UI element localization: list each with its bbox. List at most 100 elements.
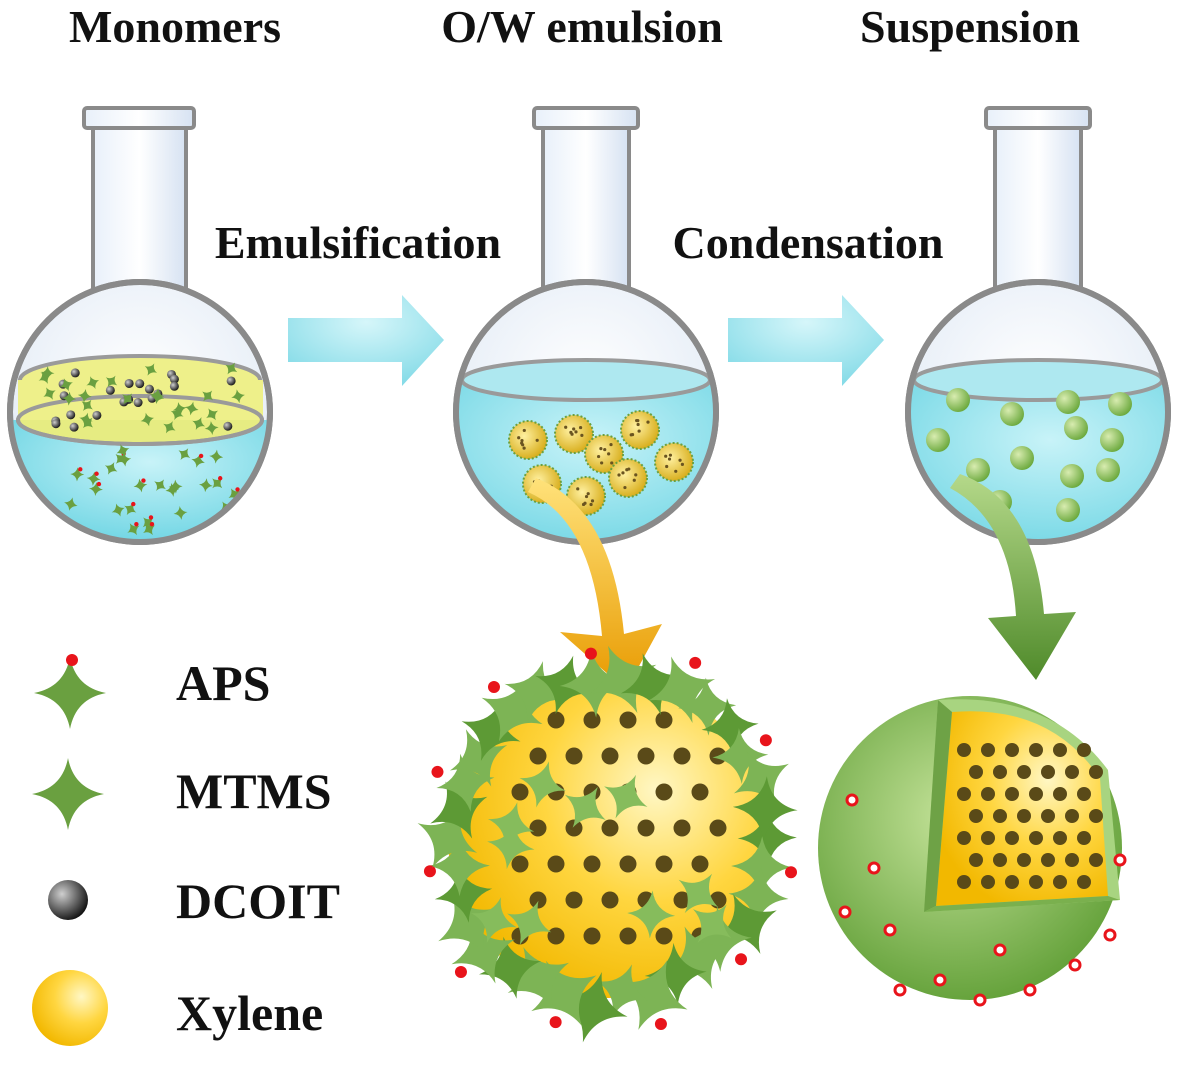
stage-label-emulsion: O/W emulsion: [441, 1, 723, 52]
stage-label-suspension: Suspension: [860, 1, 1080, 52]
dcoit-particle: [1053, 831, 1067, 845]
droplet-dcoit: [590, 499, 595, 503]
surface-monomer: [617, 960, 688, 1030]
mtms-molecule: [170, 407, 184, 421]
microcapsule-cutaway: [818, 696, 1127, 1007]
mtms-molecule: [150, 390, 165, 404]
droplet-dcoit: [572, 427, 576, 431]
aps-amine-dot: [454, 966, 467, 979]
monomer-molecule: [228, 488, 241, 501]
dcoit-particle: [969, 853, 983, 867]
monomer-molecule: [154, 479, 166, 491]
surface-monomer: [434, 865, 493, 923]
aps-sites-on-shell: [838, 793, 1127, 1007]
surface-monomer: [686, 906, 752, 972]
mtms-molecule: [202, 390, 214, 402]
dcoit-particle: [1029, 787, 1043, 801]
monomer-molecule: [117, 452, 132, 467]
dcoit-particle: [1029, 831, 1043, 845]
mtms-molecule: [86, 376, 100, 390]
droplet-dcoit: [522, 428, 526, 433]
dcoit-particle: [529, 747, 547, 765]
emulsion-droplet: [554, 414, 594, 454]
droplet-dcoit: [517, 436, 521, 440]
droplet-dcoit: [674, 469, 678, 473]
droplet-dcoit: [617, 473, 621, 477]
droplet-dcoit: [636, 422, 640, 427]
zoom-arrow-droplet: [528, 478, 662, 690]
aps-amine-dot: [149, 521, 155, 527]
microcapsule-bead: [1060, 464, 1084, 488]
dcoit-particle: [655, 855, 673, 873]
surface-monomer: [557, 971, 628, 1043]
surface-monomer: [728, 866, 789, 927]
microcapsule-bead: [1000, 402, 1024, 426]
aps-amine-dot: [584, 647, 597, 660]
dcoit-particle: [1041, 765, 1055, 779]
mtms-molecule: [231, 389, 245, 404]
step-label-condensation: Condensation: [673, 217, 944, 268]
mtms-molecule: [140, 412, 155, 427]
aps-amine-dot: [487, 681, 500, 694]
dcoit-particle: [66, 410, 76, 420]
surface-monomer: [620, 653, 683, 716]
monomer-coated-xylene-droplet: [417, 645, 798, 1043]
surface-monomer: [595, 964, 649, 1017]
dcoit-particle: [583, 711, 601, 729]
droplet-dcoit: [596, 454, 601, 459]
monomer-molecule: [104, 462, 118, 475]
surface-monomer: [487, 802, 535, 849]
droplet-body: [584, 434, 624, 474]
dcoit-particle: [1053, 743, 1067, 757]
mtms-molecule: [206, 408, 218, 421]
xylene-droplet-icon: [32, 970, 108, 1046]
mtms-molecule: [172, 402, 187, 416]
surface-monomer: [693, 904, 732, 943]
droplet-dcoit: [610, 461, 614, 465]
surface-monomer: [644, 942, 707, 1005]
dcoit-particle: [1017, 765, 1031, 779]
surface-monomer: [716, 893, 777, 954]
monomer-molecules-in-water: [33, 362, 245, 536]
droplet-dcoit: [664, 454, 668, 458]
droplet-body: [554, 414, 594, 454]
dcoit-particle: [169, 381, 179, 391]
monomer-molecule: [133, 478, 148, 493]
legend-label-aps: APS: [176, 655, 270, 711]
mtms-molecule: [105, 375, 118, 388]
legend-label-xylene: Xylene: [176, 985, 323, 1041]
droplet-dcoit: [621, 471, 625, 475]
dcoit-particle: [1029, 743, 1043, 757]
dcoit-particle: [565, 891, 583, 909]
droplet-dcoit: [589, 502, 593, 507]
mtms-molecule: [184, 401, 199, 416]
surface-monomer: [507, 900, 552, 945]
aps-amine-dot: [689, 656, 702, 669]
flask-monomers: [7, 106, 273, 545]
flask-suspension: [905, 106, 1171, 545]
droplet-dcoit: [646, 420, 650, 424]
surface-monomer: [564, 786, 606, 828]
dcoit-particle: [69, 422, 79, 432]
droplet-dcoit: [627, 467, 631, 471]
microcapsule-bead: [1108, 392, 1132, 416]
dcoit-particle: [144, 384, 154, 394]
dcoit-particle: [601, 819, 619, 837]
surface-monomer: [428, 835, 491, 897]
dcoit-particle: [105, 385, 115, 395]
dcoit-particle: [601, 891, 619, 909]
dcoit-particle: [957, 831, 971, 845]
aps-amine-dot: [549, 1016, 562, 1029]
surface-monomer: [559, 649, 628, 718]
surface-monomer: [712, 728, 769, 785]
surface-monomer: [449, 729, 508, 787]
microcapsule-bead: [1100, 428, 1124, 452]
droplet-dcoit: [574, 430, 578, 434]
dcoit-particle: [565, 819, 583, 837]
aps-amine-dot: [785, 866, 798, 879]
aps-site: [1023, 983, 1037, 997]
dcoit-particle: [673, 819, 691, 837]
aps-amine-dot: [94, 471, 99, 476]
legend: APS MTMS DCOIT Xylene: [32, 654, 340, 1046]
aps-amine-dot: [66, 654, 78, 666]
